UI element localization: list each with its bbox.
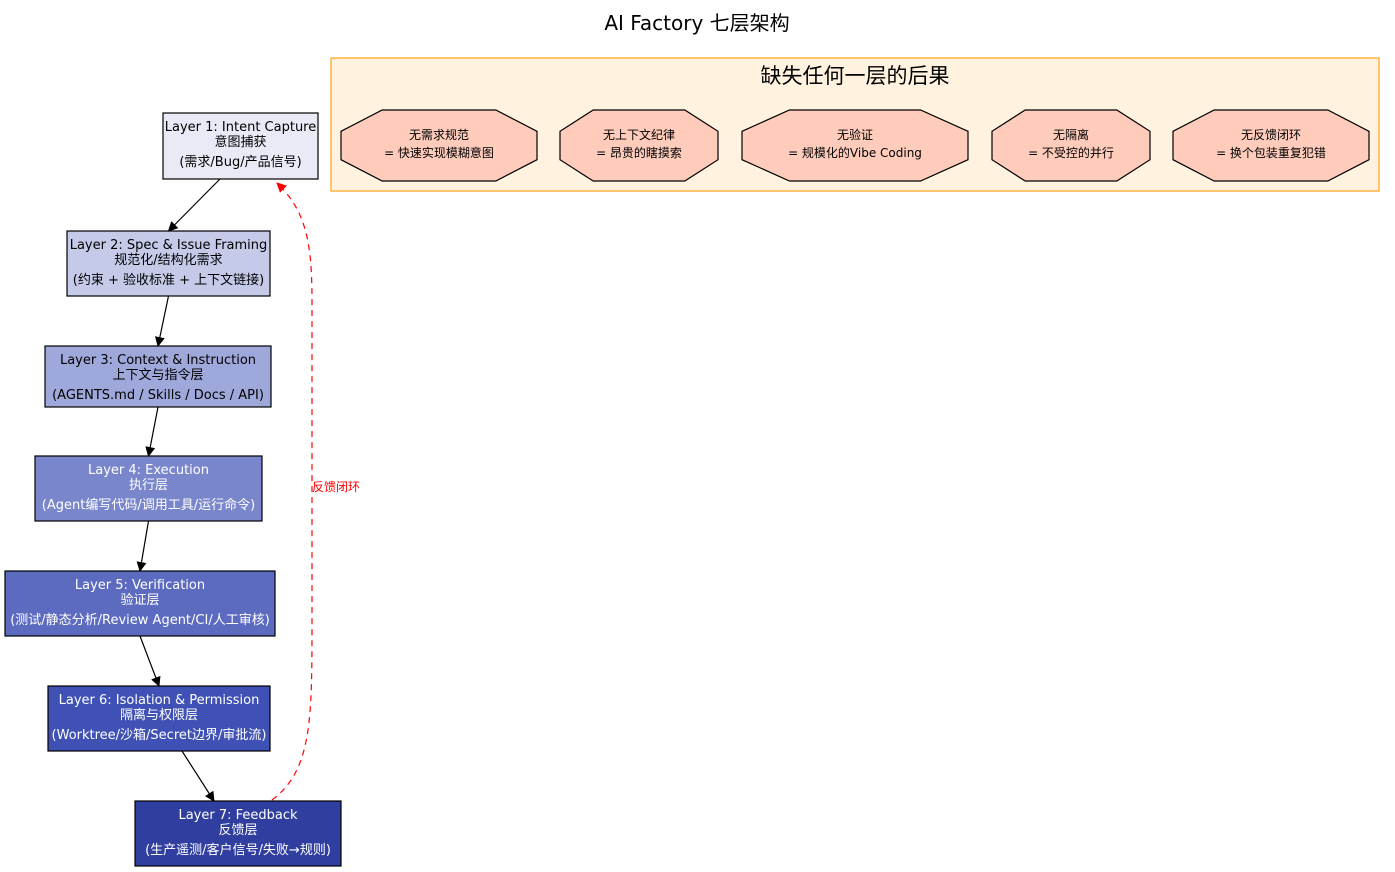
layer-box <box>66 230 271 297</box>
layer-line-1: Layer 2: Spec & Issue Framing <box>70 238 268 253</box>
consequences-title: 缺失任何一层的后果 <box>761 64 950 88</box>
consequence-octagon <box>1172 109 1370 182</box>
layer-line-1: Layer 6: Isolation & Permission <box>59 693 260 708</box>
layer-line-2: 上下文与指令层 <box>112 368 203 383</box>
consequence-node: 无验证 = 规模化的Vibe Coding <box>741 109 969 182</box>
consequence-octagon <box>741 109 969 182</box>
layer-line-2: 意图捕获 <box>214 134 266 150</box>
layer-line-1: Layer 4: Execution <box>88 463 209 478</box>
consequence-title: 无验证 <box>837 127 873 142</box>
layer-line-1: Layer 5: Verification <box>75 578 205 593</box>
layer-line-2: 隔离与权限层 <box>120 707 198 723</box>
layer-line-2: 执行层 <box>129 478 168 493</box>
consequence-octagon <box>559 109 719 182</box>
layer-line-3: (Agent编写代码/调用工具/运行命令) <box>42 497 255 513</box>
layer-box <box>44 345 272 408</box>
consequence-title: 无隔离 <box>1053 127 1089 142</box>
consequence-title: 无反馈闭环 <box>1241 128 1301 142</box>
consequence-title: 无上下文纪律 <box>603 127 675 142</box>
layer-box <box>134 800 342 867</box>
layer-line-1: Layer 7: Feedback <box>178 808 298 823</box>
layer-edge <box>139 635 161 687</box>
consequence-result: = 换个包装重复犯错 <box>1216 146 1326 160</box>
consequence-result: = 不受控的并行 <box>1028 145 1114 160</box>
layer-line-3: (测试/静态分析/Review Agent/CI/人工审核) <box>10 613 270 628</box>
feedback-loop-edge <box>271 182 313 801</box>
layer-line-3: (需求/Bug/产品信号) <box>179 155 301 170</box>
layer-box <box>162 112 319 180</box>
layer-edge <box>145 406 159 457</box>
diagram-title: AI Factory 七层架构 <box>604 11 789 35</box>
consequence-octagon <box>340 109 538 182</box>
layer-line-3: (生产遥测/客户信号/失败→规则) <box>145 842 331 858</box>
layer-edge <box>154 295 170 347</box>
consequence-node: 无反馈闭环 = 换个包装重复犯错 <box>1172 109 1370 182</box>
feedback-loop-label: 反馈闭环 <box>312 480 360 494</box>
consequence-octagon <box>991 109 1151 182</box>
layer-edge <box>181 750 215 802</box>
consequence-result: = 快速实现模糊意图 <box>384 145 494 160</box>
consequence-result: = 昂贵的瞎摸索 <box>596 145 682 160</box>
layer-edge <box>167 178 221 232</box>
consequence-result: = 规模化的Vibe Coding <box>788 145 922 160</box>
layer-edges <box>136 178 221 802</box>
layer-line-3: (约束 + 验收标准 + 上下文链接) <box>73 272 264 288</box>
layer-line-2: 验证层 <box>120 592 159 608</box>
layer-line-3: (Worktree/沙箱/Secret边界/审批流) <box>52 727 267 743</box>
layer-line-1: Layer 1: Intent Capture <box>165 120 317 135</box>
consequence-node: 无需求规范 = 快速实现模糊意图 <box>340 109 538 182</box>
layer-box <box>4 570 276 637</box>
consequence-node: 无隔离 = 不受控的并行 <box>991 109 1151 182</box>
consequence-node: 无上下文纪律 = 昂贵的瞎摸索 <box>559 109 719 182</box>
layer-line-1: Layer 3: Context & Instruction <box>60 353 256 368</box>
consequence-title: 无需求规范 <box>409 127 469 142</box>
layer-line-3: (AGENTS.md / Skills / Docs / API) <box>52 388 264 403</box>
layer-box <box>34 455 263 522</box>
layer-line-2: 规范化/结构化需求 <box>114 253 222 268</box>
layer-edge <box>136 520 150 572</box>
layer-line-2: 反馈层 <box>218 823 257 838</box>
